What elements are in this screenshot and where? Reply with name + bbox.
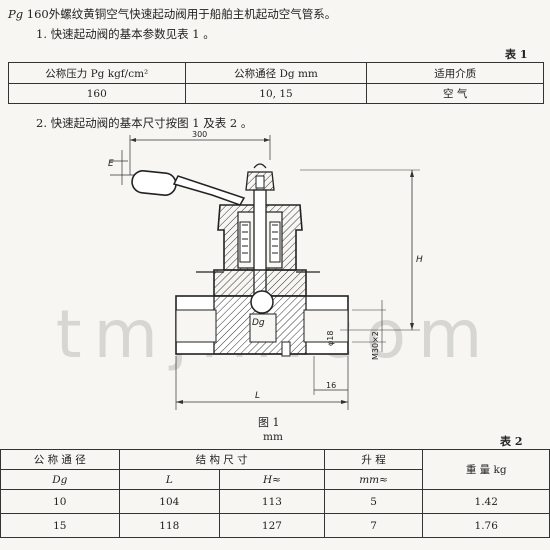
handle-lever xyxy=(172,175,246,206)
table2-cell-L: 118 xyxy=(118,513,221,538)
table2-cell-lift: 7 xyxy=(323,513,424,538)
table-row: 10 104 113 5 1.42 xyxy=(0,489,550,514)
table1-cell-diameter: 10, 15 xyxy=(184,83,368,104)
table2-unit: mm xyxy=(263,431,283,443)
label-dg: Dg xyxy=(252,318,265,328)
table2-header-lift-unit: mm≈ xyxy=(323,469,424,490)
table2-cell-dg: 15 xyxy=(0,513,120,538)
table1: 公称压力 Pg kgf/cm² 公称通径 Dg mm 适用介质 160 10, … xyxy=(8,62,544,104)
label-phi: φ18 xyxy=(326,331,335,346)
table2-cell-weight: 1.76 xyxy=(422,513,550,538)
table2: 公 称 通 径 结 构 尺 寸 升 程 重 量 kg Dg L H≈ mm≈ 1… xyxy=(0,449,550,538)
handle-grip xyxy=(131,170,177,196)
table2-header-L: L xyxy=(118,469,221,490)
dim-L-label: L xyxy=(255,391,260,401)
table-row: 15 118 127 7 1.76 xyxy=(0,513,550,538)
table1-label: 表 1 xyxy=(505,48,528,61)
intro-line-1-text: 160外螺纹黄铜空气快速起动阀用于船舶主机起动空气管系。 xyxy=(26,7,337,21)
intro-line-2: 1. 快速起动阀的基本参数见表 1 。 xyxy=(36,27,215,41)
table2-cell-H: 127 xyxy=(219,513,325,538)
table2-cell-weight: 1.42 xyxy=(422,489,550,514)
intro-line-3: 2. 快速起动阀的基本尺寸按图 1 及表 2 。 xyxy=(36,116,253,130)
table2-header-nominal-sym: Dg xyxy=(0,469,120,490)
table1-cell-medium: 空 气 xyxy=(366,83,544,104)
table2-header-H: H≈ xyxy=(219,469,325,490)
dim-300-label: 300 xyxy=(192,130,207,139)
table2-cell-L: 104 xyxy=(118,489,221,514)
table2-header-lift: 升 程 xyxy=(323,449,424,470)
label-thread: M30×2 xyxy=(371,331,380,360)
figure-caption: 图 1 xyxy=(258,416,280,429)
table2-cell-dg: 10 xyxy=(0,489,120,514)
table2-header-weight: 重 量 kg xyxy=(422,449,550,490)
table2-label: 表 2 xyxy=(500,435,523,448)
table2-cell-H: 113 xyxy=(219,489,325,514)
dim-H-label: H xyxy=(416,255,423,265)
pg-symbol: Pg xyxy=(8,7,24,21)
table1-cell-pressure: 160 xyxy=(8,83,186,104)
dim-16-label: 16 xyxy=(326,381,336,390)
dim-E-label: E xyxy=(108,159,114,169)
table1-header-pressure: 公称压力 Pg kgf/cm² xyxy=(8,62,186,84)
intro-line-1: Pg 160外螺纹黄铜空气快速起动阀用于船舶主机起动空气管系。 xyxy=(8,6,336,22)
valve-ball xyxy=(250,290,274,314)
table2-header-nominal: 公 称 通 径 xyxy=(0,449,120,470)
table2-header-struct: 结 构 尺 寸 xyxy=(118,449,325,470)
table2-cell-lift: 5 xyxy=(323,489,424,514)
